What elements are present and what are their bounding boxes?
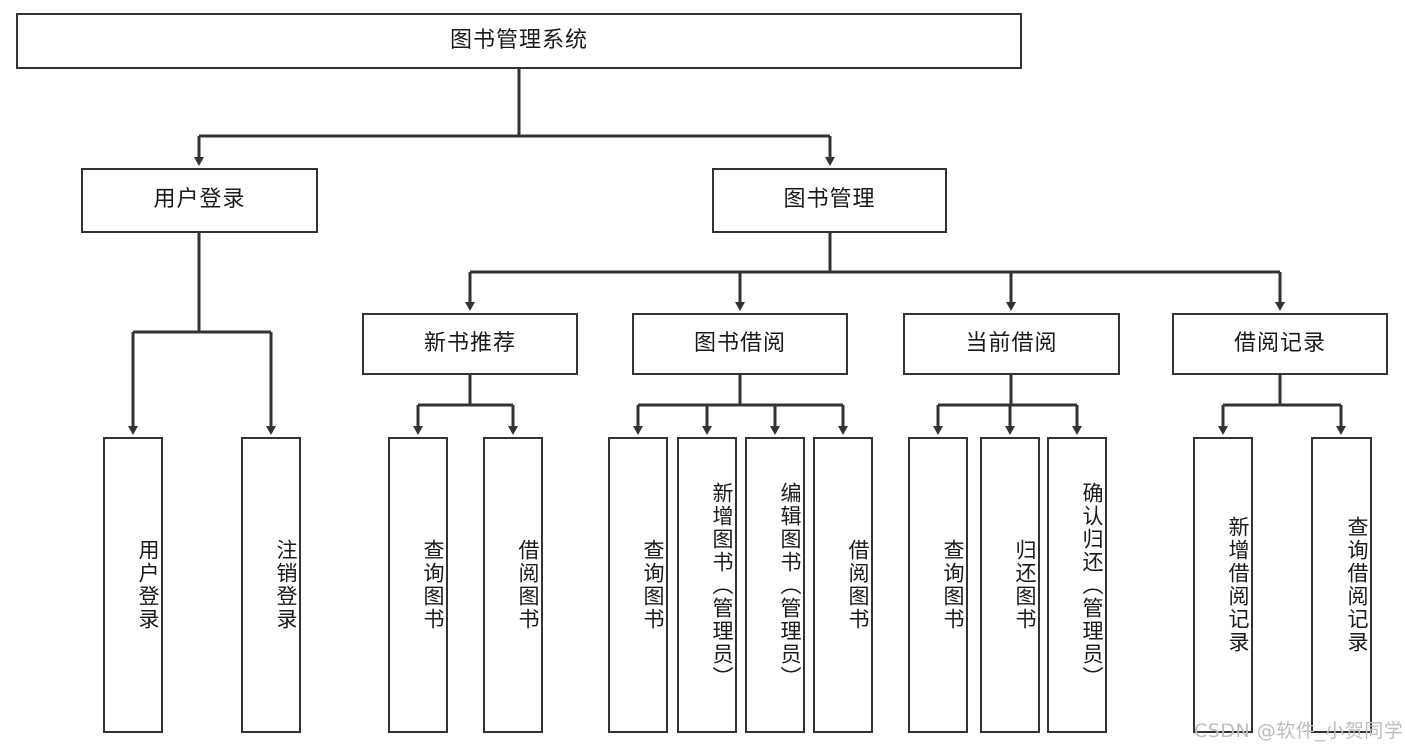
leaf-user-logout-label: 注销登录 — [274, 539, 298, 631]
leaf-return-book-label: 归还图书 — [1013, 539, 1037, 631]
node-current-borrow-label: 当前借阅 — [965, 330, 1058, 356]
node-new-book-recommend-label: 新书推荐 — [423, 330, 516, 356]
leaf-user-logout[interactable]: 注销登录 — [241, 437, 301, 733]
leaf-add-book[interactable]: 新增图书（管理员） — [677, 437, 737, 733]
node-book-borrow-label: 图书借阅 — [693, 330, 786, 356]
leaf-borrow-book-rec-label: 借阅图书 — [516, 539, 540, 631]
node-book-manage-label: 图书管理 — [783, 187, 876, 213]
node-current-borrow[interactable]: 当前借阅 — [903, 313, 1120, 375]
leaf-borrow-book-bb[interactable]: 借阅图书 — [813, 437, 873, 733]
node-book-borrow[interactable]: 图书借阅 — [632, 313, 848, 375]
node-root[interactable]: 图书管理系统 — [16, 13, 1022, 69]
leaf-add-record[interactable]: 新增借阅记录 — [1193, 437, 1253, 733]
leaf-add-record-label: 新增借阅记录 — [1226, 516, 1250, 654]
leaf-edit-book[interactable]: 编辑图书（管理员） — [745, 437, 805, 733]
leaf-confirm-return-label: 确认归还（管理员） — [1080, 481, 1104, 689]
leaf-query-record-label: 查询借阅记录 — [1345, 516, 1369, 654]
leaf-query-book-rec-label: 查询图书 — [421, 539, 445, 631]
leaf-borrow-book-bb-label: 借阅图书 — [846, 539, 870, 631]
leaf-add-book-label: 新增图书（管理员） — [710, 481, 734, 689]
leaf-return-book[interactable]: 归还图书 — [980, 437, 1040, 733]
watermark: CSDN @软件_小贺同学 — [1194, 720, 1404, 742]
node-user-login[interactable]: 用户登录 — [81, 168, 318, 233]
leaf-query-book-bb-label: 查询图书 — [641, 539, 665, 631]
leaf-query-record[interactable]: 查询借阅记录 — [1311, 437, 1372, 733]
leaf-query-book-cb-label: 查询图书 — [941, 539, 965, 631]
node-borrow-record[interactable]: 借阅记录 — [1172, 313, 1388, 375]
node-new-book-recommend[interactable]: 新书推荐 — [362, 313, 578, 375]
leaf-borrow-book-rec[interactable]: 借阅图书 — [483, 437, 543, 733]
leaf-query-book-cb[interactable]: 查询图书 — [908, 437, 968, 733]
leaf-user-login[interactable]: 用户登录 — [103, 437, 163, 733]
leaf-query-book-rec[interactable]: 查询图书 — [388, 437, 448, 733]
node-root-label: 图书管理系统 — [449, 27, 588, 53]
leaf-user-login-label: 用户登录 — [136, 539, 160, 631]
node-borrow-record-label: 借阅记录 — [1233, 330, 1326, 356]
leaf-query-book-bb[interactable]: 查询图书 — [608, 437, 668, 733]
node-user-login-label: 用户登录 — [153, 187, 246, 213]
leaf-edit-book-label: 编辑图书（管理员） — [778, 481, 802, 689]
leaf-confirm-return[interactable]: 确认归还（管理员） — [1047, 437, 1107, 733]
node-book-manage[interactable]: 图书管理 — [712, 168, 947, 233]
